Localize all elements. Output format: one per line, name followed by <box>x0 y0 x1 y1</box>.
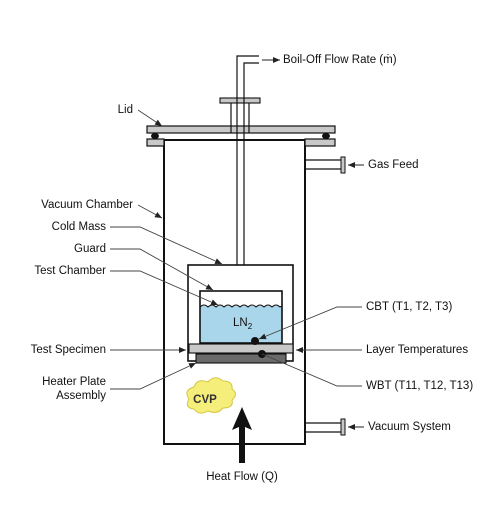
liquid-surface <box>199 304 283 308</box>
label-heater-plate-line2: Assembly <box>56 390 106 402</box>
label-vacuum-system: Vacuum System <box>368 421 451 433</box>
cold-mass <box>199 290 283 344</box>
ln2-subscript: 2 <box>247 322 253 331</box>
stem-flange <box>219 97 261 104</box>
cvp-cloud <box>186 377 236 414</box>
leader-test-chamber <box>110 270 219 306</box>
leader-heater-plate <box>110 362 197 390</box>
label-guard: Guard <box>74 243 106 255</box>
vacuum-chamber <box>163 139 306 445</box>
stem-collar <box>230 103 250 133</box>
label-cvp: CVP <box>193 394 217 406</box>
label-vacuum-chamber: Vacuum Chamber <box>41 199 133 211</box>
o-ring-right <box>322 133 330 139</box>
heat-flow-arrow <box>232 407 252 463</box>
leader-wbt <box>261 353 362 387</box>
vent-pipe <box>236 55 259 265</box>
label-boil-off-flow-rate: Boil-Off Flow Rate (ṁ) <box>283 54 397 66</box>
label-heat-flow: Heat Flow (Q) <box>206 471 278 483</box>
label-heater-plate-line1: Heater Plate <box>42 376 106 388</box>
label-gas-feed: Gas Feed <box>368 159 419 171</box>
lid-flange-right <box>304 138 336 147</box>
vacuum-system-flange <box>340 418 346 436</box>
leader-guard <box>110 248 214 291</box>
label-cold-mass: Cold Mass <box>51 221 106 233</box>
label-ln2: LN2 <box>233 316 252 334</box>
lid-plate <box>146 125 336 134</box>
o-ring-left <box>151 133 159 139</box>
label-lid: Lid <box>117 104 133 116</box>
gas-feed-flange <box>340 156 346 174</box>
label-wbt: WBT (T11, T12, T13) <box>366 380 474 392</box>
leader-cbt <box>258 306 362 340</box>
leader-cold-mass <box>110 226 223 265</box>
label-layer-temperatures: Layer Temperatures <box>366 344 469 356</box>
cbt-sensor <box>251 337 259 345</box>
leader-vacuum-chamber <box>137 204 163 219</box>
leader-lid <box>137 109 163 127</box>
label-test-specimen: Test Specimen <box>30 344 106 356</box>
ln2-liquid <box>200 306 282 343</box>
lid-flange-left <box>146 138 165 147</box>
vacuum-system-port <box>305 422 341 433</box>
heater-plate <box>195 353 287 364</box>
gas-feed-port <box>305 159 341 170</box>
ln2-main-text: LN <box>233 317 248 329</box>
label-cbt: CBT (T1, T2, T3) <box>366 301 453 313</box>
test-specimen <box>188 343 294 354</box>
label-test-chamber: Test Chamber <box>34 265 106 277</box>
